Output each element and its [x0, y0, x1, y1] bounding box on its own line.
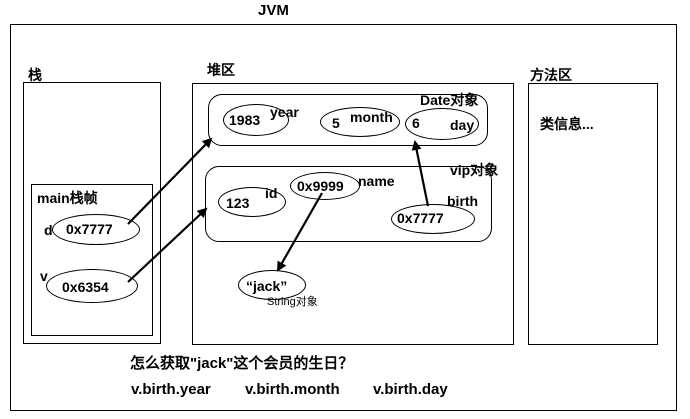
stack-v-ellipse [46, 269, 138, 303]
date-year-label: year [270, 104, 299, 120]
stack-v-value: 0x6354 [62, 279, 109, 295]
answer-year: v.birth.year [131, 381, 211, 398]
vip-name-label: name [358, 173, 395, 189]
vip-birth-ellipse [391, 204, 475, 234]
method-area-content: 类信息... [540, 116, 594, 132]
main-frame-label: main栈帧 [37, 190, 98, 206]
vip-object-label: vip对象 [450, 162, 499, 178]
heap-label: 堆区 [207, 62, 235, 78]
vip-birth-value: 0x7777 [397, 210, 444, 226]
arrow-d-to-date [127, 137, 213, 225]
vip-object [205, 166, 492, 242]
stack-d-ellipse [52, 214, 140, 245]
string-object-value: “jack” [246, 278, 288, 294]
date-year-value: 1983 [229, 112, 261, 128]
answer-month: v.birth.month [245, 381, 340, 398]
arrow-name-to-string [277, 192, 323, 272]
vip-id-ellipse [218, 187, 286, 217]
method-area-label: 方法区 [530, 67, 572, 83]
arrow-v-to-vip [127, 207, 208, 283]
stack-label: 栈 [28, 67, 42, 83]
main-stack-frame [31, 184, 153, 336]
stack-var-v: v [40, 268, 48, 284]
arrow-birth-to-date [411, 140, 430, 207]
vip-id-label: id [265, 185, 278, 201]
stack-d-value: 0x7777 [66, 221, 113, 237]
vip-birth-label: birth [447, 193, 479, 209]
answer-day: v.birth.day [373, 381, 448, 398]
method-area [528, 83, 658, 345]
date-day-value: 6 [412, 115, 420, 131]
string-object-label: String对象 [267, 296, 318, 308]
vip-name-ellipse [290, 172, 360, 200]
date-day-label: day [450, 117, 475, 133]
vip-name-value: 0x9999 [297, 178, 344, 194]
date-object-label: Date对象 [420, 92, 479, 108]
date-month-value: 5 [332, 115, 340, 131]
stack-var-d: d [44, 222, 53, 238]
date-month-label: month [350, 109, 393, 125]
date-month-ellipse [320, 107, 400, 137]
date-year-ellipse [223, 104, 289, 136]
jvm-title: JVM [258, 2, 289, 19]
date-day-ellipse [405, 108, 479, 140]
vip-id-value: 123 [226, 195, 250, 211]
question-text: 怎么获取"jack"这个会员的生日？ [130, 355, 354, 372]
date-object [208, 94, 488, 146]
string-object-ellipse [238, 270, 306, 300]
